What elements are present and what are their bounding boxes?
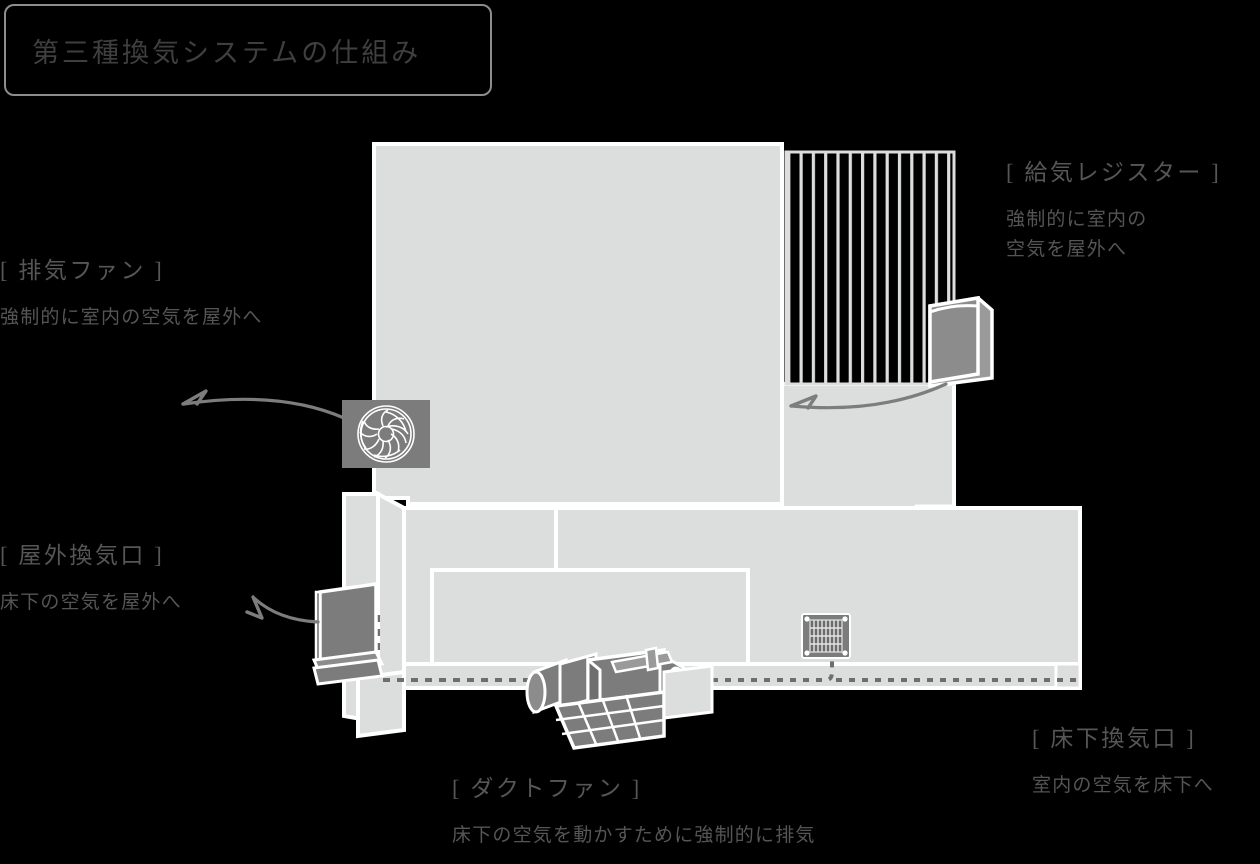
house-upper-volume bbox=[372, 142, 957, 522]
callout-exhaust-fan: [ 排気ファン ] 強制的に室内の空気を屋外へ bbox=[0, 258, 263, 333]
callout-exhaust-fan-body: 強制的に室内の空気を屋外へ bbox=[0, 303, 263, 332]
supply-register-face bbox=[928, 295, 980, 385]
house-front-wall bbox=[372, 142, 784, 506]
callout-duct-fan-heading: [ ダクトファン ] bbox=[452, 776, 642, 801]
foundation-base-plinth bbox=[356, 669, 406, 739]
page-title: 第三種換気システムの仕組み bbox=[4, 4, 492, 96]
duct-fan-tab bbox=[644, 646, 660, 672]
callout-supply-register-line-0: 強制的に室内の bbox=[1006, 209, 1148, 231]
outdoor-vent-device[interactable] bbox=[311, 581, 385, 686]
arrow-supply-register bbox=[789, 382, 948, 410]
duct-fan-device[interactable] bbox=[525, 646, 714, 750]
exhaust-fan-device[interactable] bbox=[342, 400, 430, 468]
callout-outdoor-vent: [ 屋外換気口 ] 床下の空気を屋外へ bbox=[0, 543, 182, 618]
floor-vent-device[interactable] bbox=[801, 613, 851, 659]
callout-supply-register-body: 強制的に室内の 空気を屋外へ bbox=[1006, 205, 1221, 264]
callout-supply-register: [ 給気レジスター ] 強制的に室内の 空気を屋外へ bbox=[1006, 160, 1221, 264]
callout-floor-vent: [ 床下換気口 ] 室内の空気を床下へ bbox=[1032, 726, 1214, 801]
callout-outdoor-vent-heading: [ 屋外換気口 ] bbox=[0, 543, 165, 568]
underfloor-floor-slab bbox=[402, 662, 1082, 690]
duct-fan-grille-bars bbox=[555, 694, 665, 745]
floor-vent-grille-bars bbox=[810, 620, 842, 652]
callout-duct-fan-line-0: 床下の空気を動かすために強制的に排気 bbox=[452, 825, 816, 847]
callout-exhaust-fan-heading: [ 排気ファン ] bbox=[0, 258, 165, 283]
slab-right-cap bbox=[1054, 662, 1082, 690]
callout-exhaust-fan-line-0: 強制的に室内の空気を屋外へ bbox=[0, 307, 263, 329]
outdoor-vent-edge bbox=[314, 590, 322, 672]
callout-duct-fan-body: 床下の空気を動かすために強制的に排気 bbox=[452, 821, 816, 850]
page-title-text: 第三種換気システムの仕組み bbox=[32, 37, 422, 68]
callout-outdoor-vent-line-0: 床下の空気を屋外へ bbox=[0, 592, 182, 614]
outdoor-vent-hood-louver bbox=[312, 658, 384, 686]
callout-floor-vent-heading: [ 床下換気口 ] bbox=[1032, 726, 1197, 751]
callout-duct-fan: [ ダクトファン ] 床下の空気を動かすために強制的に排気 bbox=[452, 776, 816, 851]
callout-floor-vent-line-0: 室内の空気を床下へ bbox=[1032, 775, 1214, 797]
airflow-arrows bbox=[181, 382, 948, 624]
arrow-exhaust-fan bbox=[181, 389, 346, 420]
supply-register-top-lip bbox=[929, 304, 979, 314]
duct-line-to-floor-vent bbox=[660, 650, 834, 682]
fan-icon bbox=[357, 405, 415, 463]
callout-floor-vent-body: 室内の空気を床下へ bbox=[1032, 771, 1214, 800]
supply-register-device[interactable] bbox=[928, 295, 994, 388]
siding-frame bbox=[784, 150, 956, 386]
arrow-outdoor-vent bbox=[245, 595, 320, 624]
callout-outdoor-vent-body: 床下の空気を屋外へ bbox=[0, 588, 182, 617]
callout-supply-register-line-1: 空気を屋外へ bbox=[1006, 238, 1128, 260]
duct-fan-mount-box bbox=[662, 664, 714, 720]
house-siding-cutaway bbox=[786, 152, 954, 384]
floor-vent-screws bbox=[804, 616, 848, 656]
callout-supply-register-heading: [ 給気レジスター ] bbox=[1006, 160, 1222, 185]
